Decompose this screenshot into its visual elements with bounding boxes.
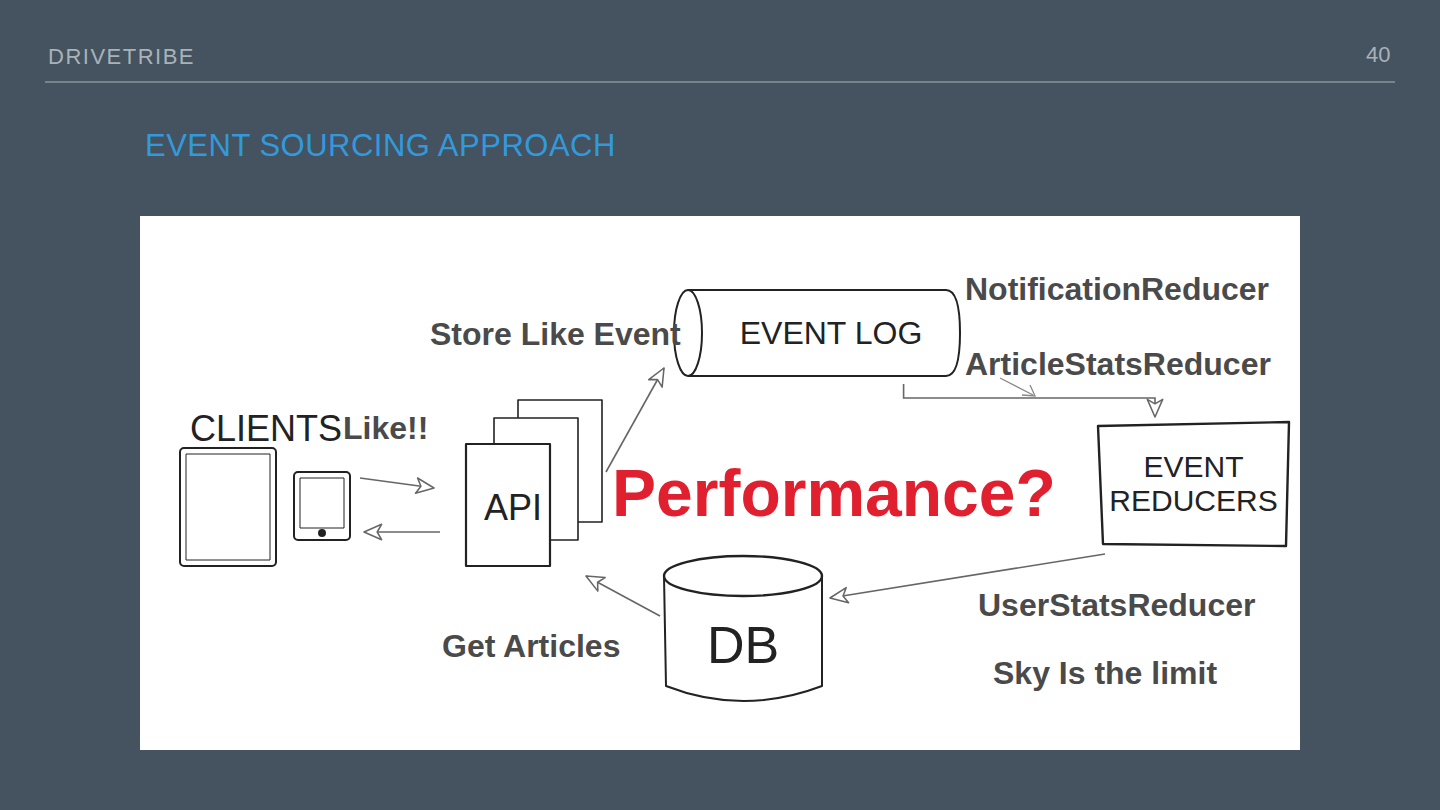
flow-arrow (904, 384, 1155, 417)
reducer-box: EVENT REDUCERS (1095, 420, 1292, 548)
node-label: API (484, 487, 542, 528)
edge-label: Get Articles (442, 628, 620, 665)
edge-label: Store Like Event (430, 316, 681, 353)
reducer-name: UserStatsReducer (978, 587, 1255, 624)
client-devices: CLIENTS (176, 402, 356, 572)
note: Sky Is the limit (993, 655, 1217, 692)
node-label: EVENT REDUCERS (1103, 450, 1284, 519)
header-rule (45, 81, 1395, 83)
flow-arrow (586, 576, 660, 616)
flow-arrow (360, 478, 434, 488)
page-number: 40 (1366, 42, 1390, 68)
question-callout: Performance? (612, 455, 1056, 531)
reducer-name: ArticleStatsReducer (965, 346, 1271, 383)
node-label: EVENT LOG (740, 315, 923, 352)
database-cylinder: DB (658, 550, 828, 712)
event-log-cylinder: EVENT LOG (670, 284, 962, 382)
brand-name: DRIVETRIBE (48, 44, 195, 70)
node-label: DB (707, 616, 779, 676)
flow-arrow (364, 531, 440, 533)
edge-label: Like!! (343, 410, 428, 447)
diagram-panel (140, 216, 1300, 750)
node-label: CLIENTS (190, 408, 342, 449)
reducer-name: NotificationReducer (965, 271, 1269, 308)
slide-title: EVENT SOURCING APPROACH (145, 128, 616, 164)
api-server-outline (462, 396, 608, 572)
api-server: API (462, 396, 608, 572)
